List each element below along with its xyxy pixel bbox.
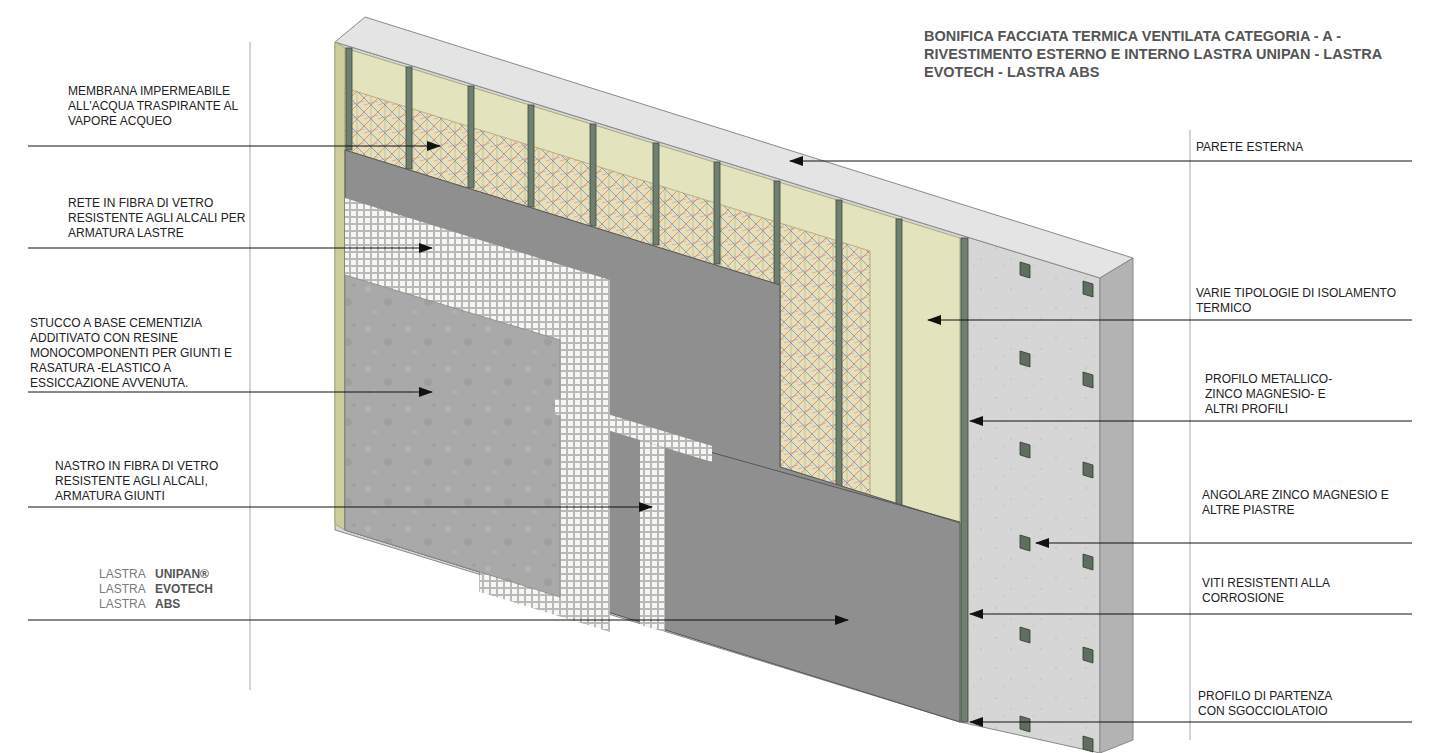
callout-label: VITI RESISTENTI ALLA CORROSIONE	[1202, 576, 1342, 606]
product-name: UNIPAN®	[155, 567, 209, 582]
product-label: LASTRA	[99, 582, 146, 597]
callout-label: NASTRO IN FIBRA DI VETRO RESISTENTE AGLI…	[55, 459, 245, 504]
callout-label: ANGOLARE ZINCO MAGNESIO E ALTRE PIASTRE	[1202, 488, 1397, 518]
product-label: LASTRA	[99, 597, 146, 612]
diagram-title: BONIFICA FACCIATA TERMICA VENTILATA CATE…	[924, 27, 1394, 81]
callout-label: PARETE ESTERNA	[1196, 140, 1396, 155]
callout-label: MEMBRANA IMPERMEABILE ALL'ACQUA TRASPIRA…	[68, 84, 246, 129]
product-name: EVOTECH	[155, 582, 213, 597]
callout-label: RETE IN FIBRA DI VETRO RESISTENTE AGLI A…	[68, 196, 246, 241]
callout-label: VARIE TIPOLOGIE DI ISOLAMENTO TERMICO	[1196, 286, 1432, 316]
callout-label: PROFILO DI PARTENZA CON SGOCCIOLATOIO	[1198, 689, 1358, 719]
product-label: LASTRA	[99, 567, 146, 582]
callout-label: STUCCO A BASE CEMENTIZIA ADDITIVATO CON …	[30, 316, 244, 391]
product-name: ABS	[155, 597, 180, 612]
callout-label: PROFILO METALLICO- ZINCO MAGNESIO- E ALT…	[1205, 372, 1350, 417]
